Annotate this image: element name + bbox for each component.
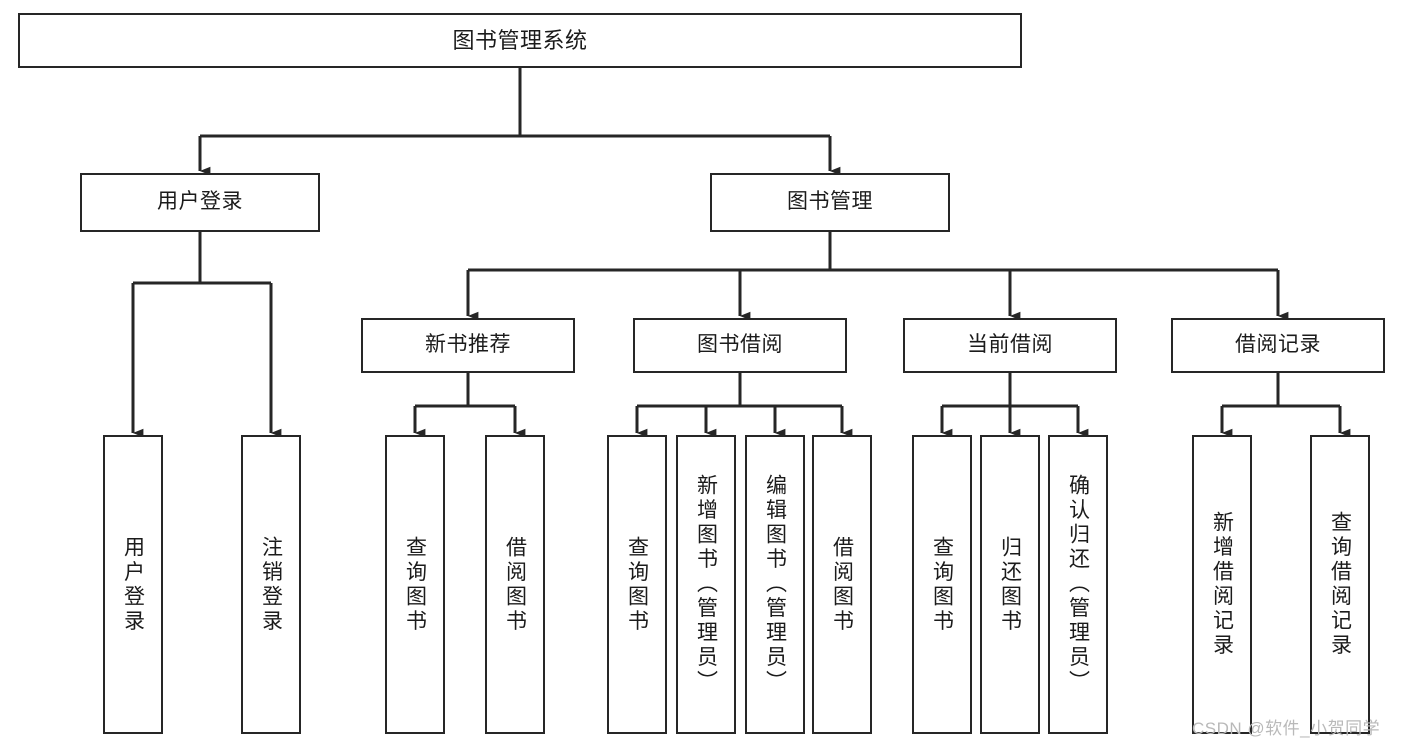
node-label: 借阅图书 — [830, 535, 854, 634]
node-label: 图书管理系统 — [452, 27, 588, 53]
node-label: 借阅记录 — [1235, 333, 1321, 357]
node-label: 查询图书 — [403, 535, 427, 634]
leaf-add-book-admin[interactable]: 新增图书（管理员） — [676, 435, 736, 734]
node-label: 新增借阅记录 — [1210, 511, 1234, 658]
leaf-add-borrow-record[interactable]: 新增借阅记录 — [1192, 435, 1252, 734]
node-label: 查询图书 — [930, 535, 954, 634]
node-user-login[interactable]: 用户登录 — [80, 173, 320, 232]
leaf-query-borrow-record[interactable]: 查询借阅记录 — [1310, 435, 1370, 734]
node-label: 注销登录 — [259, 535, 283, 634]
node-label: 查询图书 — [625, 535, 649, 634]
node-label: 借阅图书 — [503, 535, 527, 634]
leaf-user-login[interactable]: 用户登录 — [103, 435, 163, 734]
node-label: 当前借阅 — [967, 333, 1053, 357]
node-label: 图书借阅 — [697, 333, 783, 357]
node-new-book-recommend[interactable]: 新书推荐 — [361, 318, 575, 373]
node-book-borrow[interactable]: 图书借阅 — [633, 318, 847, 373]
node-label: 用户登录 — [157, 190, 243, 214]
node-label: 用户登录 — [121, 535, 145, 634]
leaf-query-books-new[interactable]: 查询图书 — [385, 435, 445, 734]
node-label: 编辑图书（管理员） — [763, 474, 787, 695]
leaf-confirm-return-admin[interactable]: 确认归还（管理员） — [1048, 435, 1108, 734]
leaf-borrow-book[interactable]: 借阅图书 — [812, 435, 872, 734]
node-label: 新增图书（管理员） — [694, 474, 718, 695]
leaf-return-book[interactable]: 归还图书 — [980, 435, 1040, 734]
node-borrow-records[interactable]: 借阅记录 — [1171, 318, 1385, 373]
leaf-edit-book-admin[interactable]: 编辑图书（管理员） — [745, 435, 805, 734]
node-label: 确认归还（管理员） — [1066, 474, 1090, 695]
leaf-user-logout[interactable]: 注销登录 — [241, 435, 301, 734]
node-label: 图书管理 — [787, 190, 873, 214]
leaf-query-books-current[interactable]: 查询图书 — [912, 435, 972, 734]
node-current-borrow[interactable]: 当前借阅 — [903, 318, 1117, 373]
node-root-system[interactable]: 图书管理系统 — [18, 13, 1022, 68]
node-label: 查询借阅记录 — [1328, 511, 1352, 658]
node-label: 归还图书 — [998, 535, 1022, 634]
leaf-borrow-books-new[interactable]: 借阅图书 — [485, 435, 545, 734]
leaf-query-books-borrow[interactable]: 查询图书 — [607, 435, 667, 734]
node-book-management[interactable]: 图书管理 — [710, 173, 950, 232]
csdn-watermark: CSDN @软件_小贺同学 — [1192, 719, 1381, 738]
node-label: 新书推荐 — [425, 333, 511, 357]
